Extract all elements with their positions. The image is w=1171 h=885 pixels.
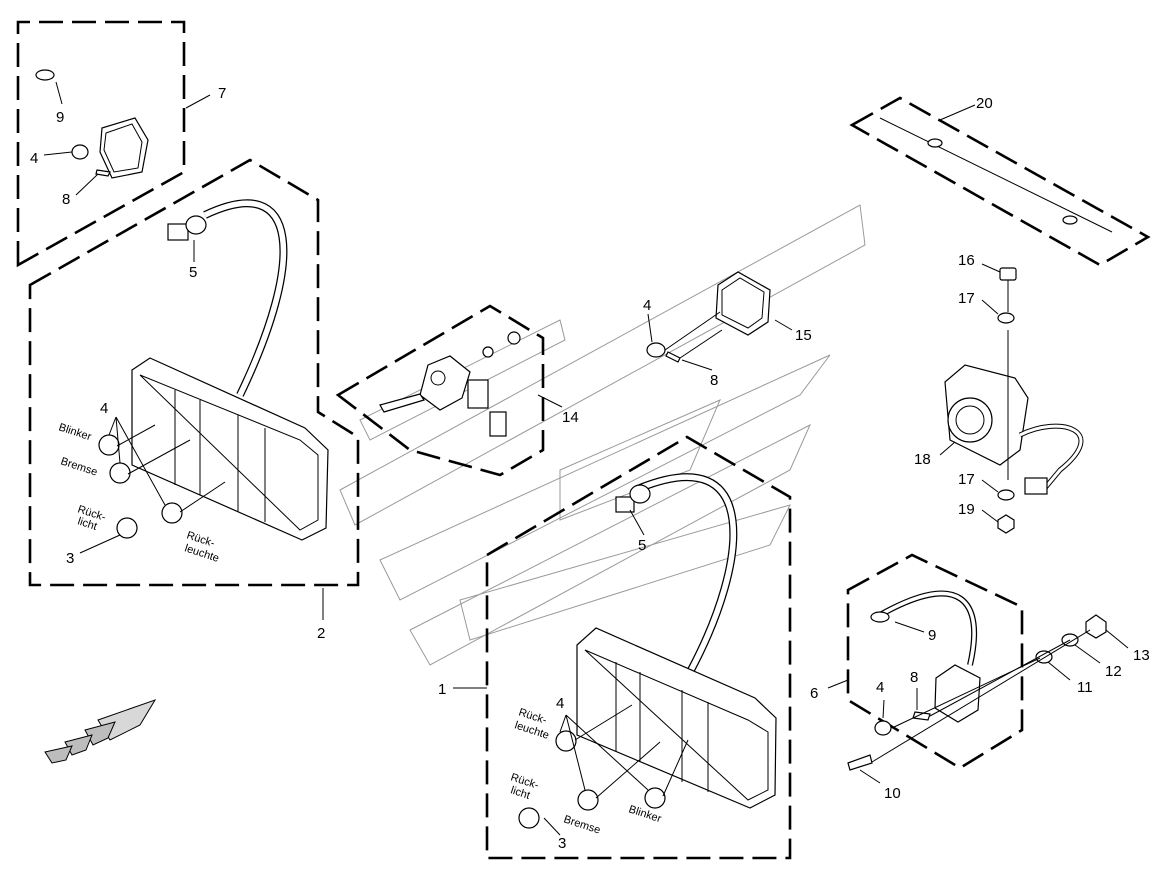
callout-9: 9 bbox=[56, 109, 64, 126]
callout-8: 8 bbox=[62, 191, 70, 208]
assembly-1-tail-lamp bbox=[453, 435, 792, 860]
callout-18: 18 bbox=[914, 451, 931, 468]
callout-6: 6 bbox=[810, 685, 818, 702]
assembly-20-cable bbox=[849, 96, 1151, 267]
backup-alarm-assembly bbox=[939, 263, 1084, 534]
callout-16: 16 bbox=[958, 252, 975, 269]
callout-9: 9 bbox=[928, 627, 936, 644]
callout-4: 4 bbox=[876, 679, 884, 696]
callout-4: 4 bbox=[100, 400, 108, 417]
label-bremse: Bremse bbox=[562, 813, 602, 836]
lamp-labels: Blinker Bremse Rück- licht Rück- leuchte… bbox=[57, 421, 663, 836]
assembly-7-lamp bbox=[16, 20, 211, 268]
callout-1: 1 bbox=[438, 681, 446, 698]
callout-11: 11 bbox=[1077, 679, 1093, 696]
callout-15: 15 bbox=[795, 327, 812, 344]
label-blinker: Blinker bbox=[57, 421, 93, 443]
assembly-15-lamp bbox=[646, 271, 793, 371]
assembly-6-lamp bbox=[827, 553, 1129, 784]
direction-arrow-icon bbox=[44, 699, 157, 764]
callout-19: 19 bbox=[958, 501, 975, 518]
callout-4: 4 bbox=[556, 695, 564, 712]
assembly-14-bracket bbox=[335, 304, 563, 477]
callout-4: 4 bbox=[30, 150, 38, 167]
callout-numbers: 9 7 4 8 5 4 3 2 14 4 15 8 20 16 17 18 17… bbox=[30, 85, 1150, 852]
callout-8: 8 bbox=[710, 372, 718, 389]
callout-5: 5 bbox=[189, 264, 197, 281]
background-watermark bbox=[339, 204, 866, 666]
label-bremse: Bremse bbox=[59, 455, 99, 478]
callout-4: 4 bbox=[643, 297, 651, 314]
callout-3: 3 bbox=[66, 550, 74, 567]
callout-7: 7 bbox=[218, 85, 226, 102]
callout-12: 12 bbox=[1105, 663, 1122, 680]
label-ruecklicht: licht bbox=[76, 515, 98, 532]
callout-14: 14 bbox=[562, 409, 579, 426]
callout-13: 13 bbox=[1133, 647, 1150, 664]
callout-5: 5 bbox=[638, 537, 646, 554]
callout-2: 2 bbox=[317, 625, 325, 642]
callout-17: 17 bbox=[958, 471, 975, 488]
callout-8: 8 bbox=[910, 669, 918, 686]
assembly-2-tail-lamp bbox=[28, 158, 360, 620]
label-ruecklicht: licht bbox=[509, 784, 531, 801]
callout-17: 17 bbox=[958, 290, 975, 307]
callout-20: 20 bbox=[976, 95, 993, 112]
callout-3: 3 bbox=[558, 835, 566, 852]
callout-10: 10 bbox=[884, 785, 901, 802]
